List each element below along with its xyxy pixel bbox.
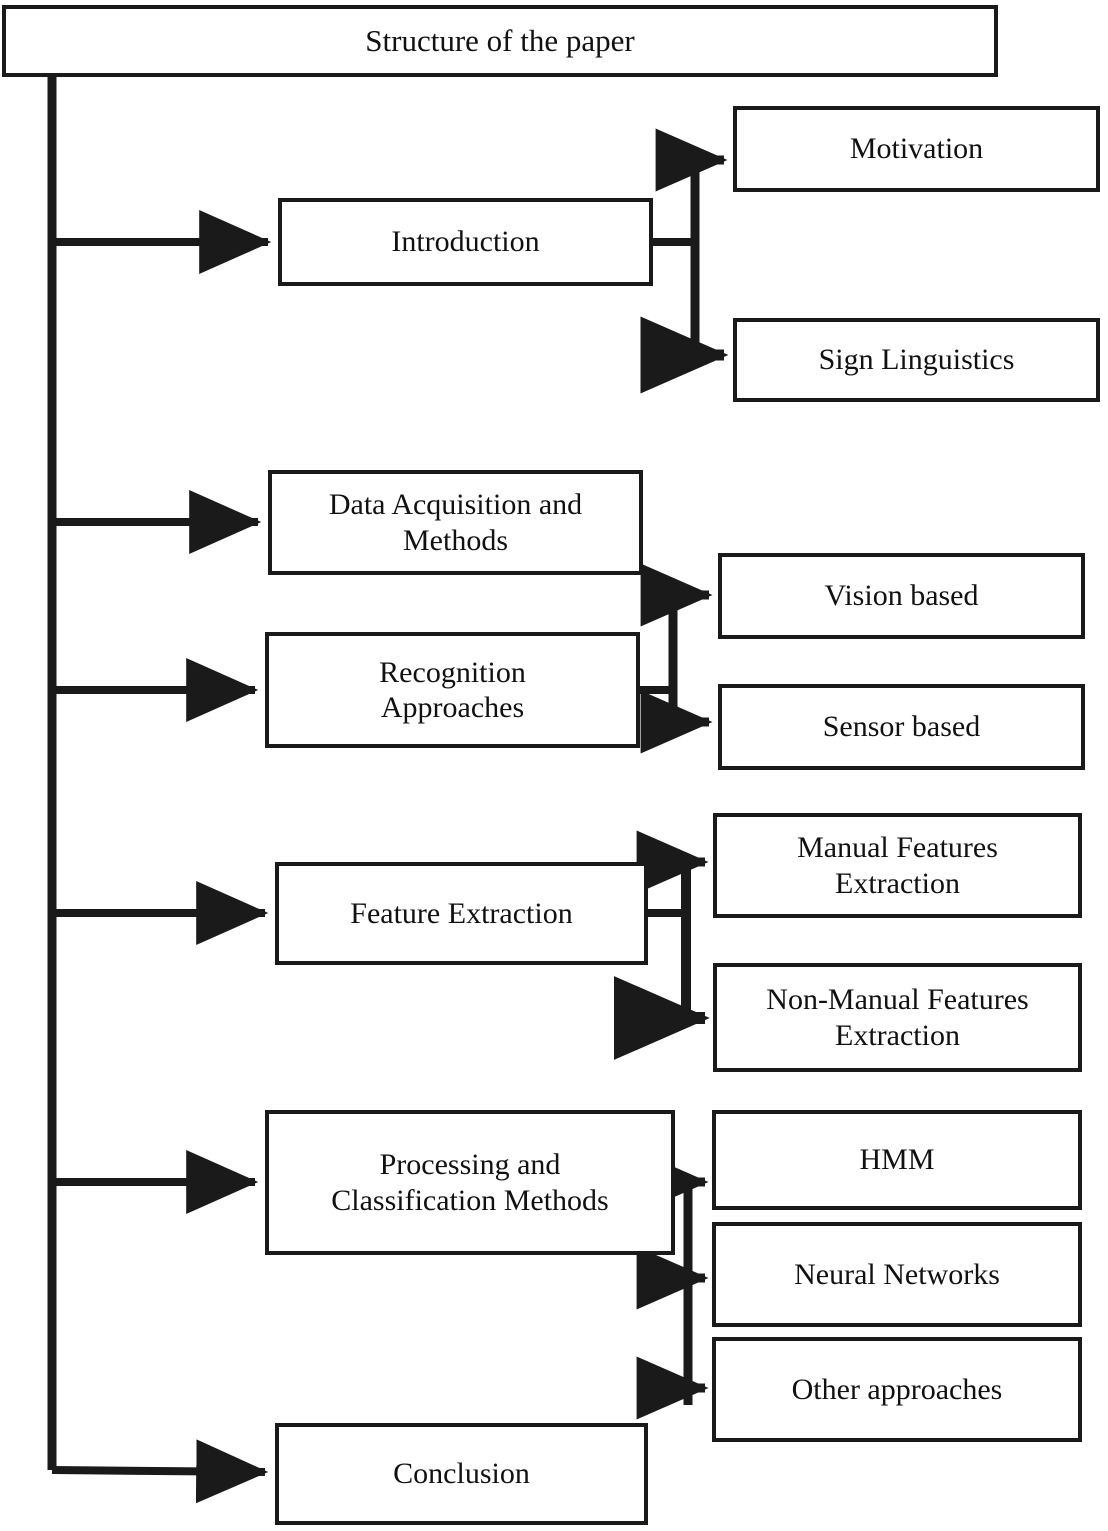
node-label: Structure of the paper: [365, 22, 635, 58]
node-conclusion[interactable]: Conclusion: [275, 1423, 648, 1525]
node-other-approaches[interactable]: Other approaches: [712, 1337, 1082, 1442]
node-label: Recognition Approaches: [379, 655, 526, 724]
node-label: Sign Linguistics: [818, 343, 1015, 377]
node-label: Data Acquisition and Methods: [328, 488, 583, 557]
node-label: Neural Networks: [794, 1257, 1000, 1291]
node-hmm[interactable]: HMM: [712, 1110, 1082, 1210]
node-label: Conclusion: [393, 1457, 530, 1491]
node-label: Motivation: [849, 132, 984, 166]
node-data-acquisition-and-methods[interactable]: Data Acquisition and Methods: [268, 470, 643, 575]
node-label: Non-Manual Features Extraction: [766, 983, 1029, 1052]
node-sign-linguistics[interactable]: Sign Linguistics: [733, 318, 1100, 402]
node-label: Feature Extraction: [350, 896, 573, 930]
node-sensor-based[interactable]: Sensor based: [718, 684, 1085, 770]
node-recognition-approaches[interactable]: Recognition Approaches: [265, 632, 640, 748]
node-label: Manual Features Extraction: [797, 831, 998, 900]
node-label: Introduction: [391, 225, 540, 259]
node-label: Sensor based: [822, 710, 981, 744]
node-processing-and-classification-methods[interactable]: Processing and Classification Methods: [265, 1110, 675, 1255]
node-manual-features-extraction[interactable]: Manual Features Extraction: [713, 813, 1082, 918]
node-neural-networks[interactable]: Neural Networks: [712, 1222, 1082, 1327]
node-introduction[interactable]: Introduction: [278, 198, 653, 286]
node-label: Processing and Classification Methods: [331, 1148, 609, 1217]
node-motivation[interactable]: Motivation: [733, 106, 1100, 192]
arrow-to-conclusion: [51, 1439, 269, 1504]
node-structure-of-the-paper[interactable]: Structure of the paper: [2, 5, 998, 77]
node-vision-based[interactable]: Vision based: [718, 553, 1085, 639]
node-label: HMM: [859, 1143, 935, 1177]
node-label: Vision based: [824, 579, 979, 613]
node-label: Other approaches: [791, 1372, 1003, 1406]
node-feature-extraction[interactable]: Feature Extraction: [275, 862, 648, 965]
node-non-manual-features-extraction[interactable]: Non-Manual Features Extraction: [713, 963, 1082, 1072]
